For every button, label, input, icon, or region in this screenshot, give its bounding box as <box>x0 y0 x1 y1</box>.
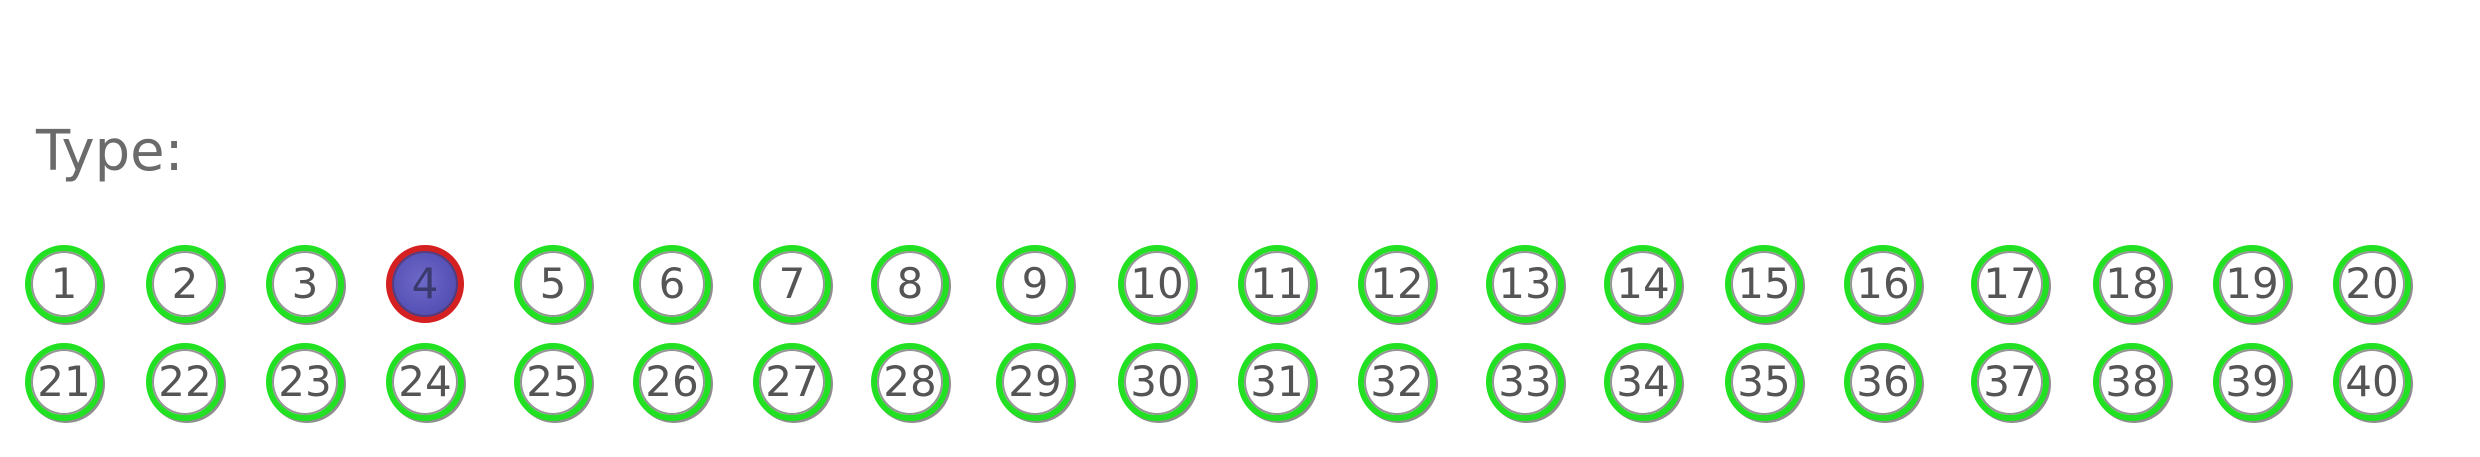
option-label: 37 <box>1983 357 2037 406</box>
option-label: 39 <box>2225 357 2279 406</box>
option-label: 1 <box>50 259 78 308</box>
type-option-18[interactable]: 18 <box>2093 245 2171 323</box>
option-label: 6 <box>658 259 686 308</box>
type-option-13[interactable]: 13 <box>1486 245 1564 323</box>
type-option-35[interactable]: 35 <box>1725 343 1803 421</box>
type-option-30[interactable]: 30 <box>1118 343 1196 421</box>
type-option-34[interactable]: 34 <box>1604 343 1682 421</box>
type-option-40[interactable]: 40 <box>2333 343 2411 421</box>
type-option-37[interactable]: 37 <box>1971 343 2049 421</box>
option-label: 4 <box>411 259 439 308</box>
type-option-3[interactable]: 3 <box>266 245 344 323</box>
option-label: 21 <box>37 357 91 406</box>
option-label: 34 <box>1616 357 1670 406</box>
type-option-33[interactable]: 33 <box>1486 343 1564 421</box>
option-label: 24 <box>398 357 452 406</box>
type-option-32[interactable]: 32 <box>1358 343 1436 421</box>
type-option-14[interactable]: 14 <box>1604 245 1682 323</box>
option-label: 23 <box>278 357 332 406</box>
type-option-38[interactable]: 38 <box>2093 343 2171 421</box>
type-option-17[interactable]: 17 <box>1971 245 2049 323</box>
option-label: 11 <box>1250 259 1304 308</box>
type-option-28[interactable]: 28 <box>871 343 949 421</box>
type-option-5[interactable]: 5 <box>514 245 592 323</box>
option-label: 20 <box>2345 259 2399 308</box>
type-option-12[interactable]: 12 <box>1358 245 1436 323</box>
option-label: 10 <box>1130 259 1184 308</box>
option-label: 15 <box>1737 259 1791 308</box>
type-option-26[interactable]: 26 <box>633 343 711 421</box>
option-label: 26 <box>645 357 699 406</box>
type-option-29[interactable]: 29 <box>996 343 1074 421</box>
type-option-16[interactable]: 16 <box>1844 245 1922 323</box>
type-option-23[interactable]: 23 <box>266 343 344 421</box>
option-label: 32 <box>1370 357 1424 406</box>
type-option-27[interactable]: 27 <box>753 343 831 421</box>
option-label: 40 <box>2345 357 2399 406</box>
type-option-4[interactable]: 4 <box>386 245 464 323</box>
type-option-11[interactable]: 11 <box>1238 245 1316 323</box>
type-label: Type: <box>36 119 184 184</box>
option-label: 28 <box>883 357 937 406</box>
option-label: 18 <box>2105 259 2159 308</box>
type-option-22[interactable]: 22 <box>146 343 224 421</box>
type-option-10[interactable]: 10 <box>1118 245 1196 323</box>
option-label: 33 <box>1498 357 1552 406</box>
option-label: 35 <box>1737 357 1791 406</box>
type-option-24[interactable]: 24 <box>386 343 464 421</box>
option-label: 12 <box>1370 259 1424 308</box>
option-label: 31 <box>1250 357 1304 406</box>
option-label: 5 <box>539 259 567 308</box>
option-label: 2 <box>171 259 199 308</box>
option-label: 38 <box>2105 357 2159 406</box>
option-label: 19 <box>2225 259 2279 308</box>
option-label: 8 <box>896 259 924 308</box>
option-label: 25 <box>526 357 580 406</box>
option-label: 27 <box>765 357 819 406</box>
option-label: 17 <box>1983 259 2037 308</box>
type-option-20[interactable]: 20 <box>2333 245 2411 323</box>
type-option-39[interactable]: 39 <box>2213 343 2291 421</box>
type-option-6[interactable]: 6 <box>633 245 711 323</box>
type-option-19[interactable]: 19 <box>2213 245 2291 323</box>
type-option-15[interactable]: 15 <box>1725 245 1803 323</box>
type-option-7[interactable]: 7 <box>753 245 831 323</box>
option-label: 14 <box>1616 259 1670 308</box>
option-label: 9 <box>1021 259 1049 308</box>
option-label: 13 <box>1498 259 1552 308</box>
type-option-9[interactable]: 9 <box>996 245 1074 323</box>
type-option-25[interactable]: 25 <box>514 343 592 421</box>
option-label: 16 <box>1856 259 1910 308</box>
type-option-36[interactable]: 36 <box>1844 343 1922 421</box>
option-label: 36 <box>1856 357 1910 406</box>
type-option-1[interactable]: 1 <box>25 245 103 323</box>
type-option-2[interactable]: 2 <box>146 245 224 323</box>
type-option-8[interactable]: 8 <box>871 245 949 323</box>
option-label: 30 <box>1130 357 1184 406</box>
option-label: 3 <box>291 259 319 308</box>
option-label: 22 <box>158 357 212 406</box>
type-option-31[interactable]: 31 <box>1238 343 1316 421</box>
option-label: 29 <box>1008 357 1062 406</box>
type-option-21[interactable]: 21 <box>25 343 103 421</box>
option-label: 7 <box>778 259 806 308</box>
